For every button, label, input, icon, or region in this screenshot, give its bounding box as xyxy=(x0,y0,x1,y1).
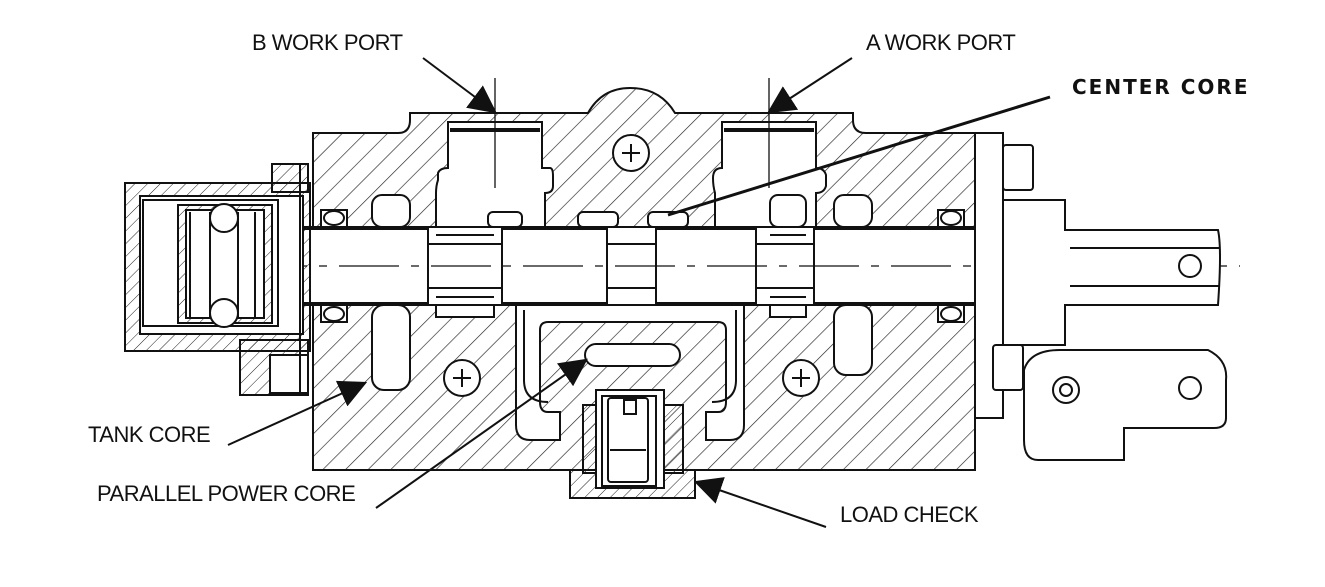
leader-center-core xyxy=(667,95,1051,217)
leader-a-work-port xyxy=(767,57,853,114)
spring-cap xyxy=(124,163,311,396)
bolt-hole-left xyxy=(443,359,481,397)
label-b-work-port: B WORK PORT xyxy=(252,30,403,55)
bolt-hole-right xyxy=(782,359,820,397)
leader-load-check xyxy=(693,477,827,528)
label-a-work-port: A WORK PORT xyxy=(866,30,1016,55)
label-tank-core: TANK CORE xyxy=(88,422,211,447)
parallel-power-core-channel xyxy=(515,304,745,441)
linkage-assembly xyxy=(974,132,1228,461)
leader-parallel-power-core xyxy=(375,358,588,509)
load-check-assembly xyxy=(569,389,696,499)
bolt-hole-top xyxy=(612,134,650,172)
label-parallel-power-core: PARALLEL POWER CORE xyxy=(97,481,356,506)
leader-b-work-port xyxy=(422,57,497,114)
leader-tank-core xyxy=(227,380,368,446)
label-center-core: CENTER CORE xyxy=(1072,75,1250,99)
label-load-check: LOAD CHECK xyxy=(840,502,979,527)
